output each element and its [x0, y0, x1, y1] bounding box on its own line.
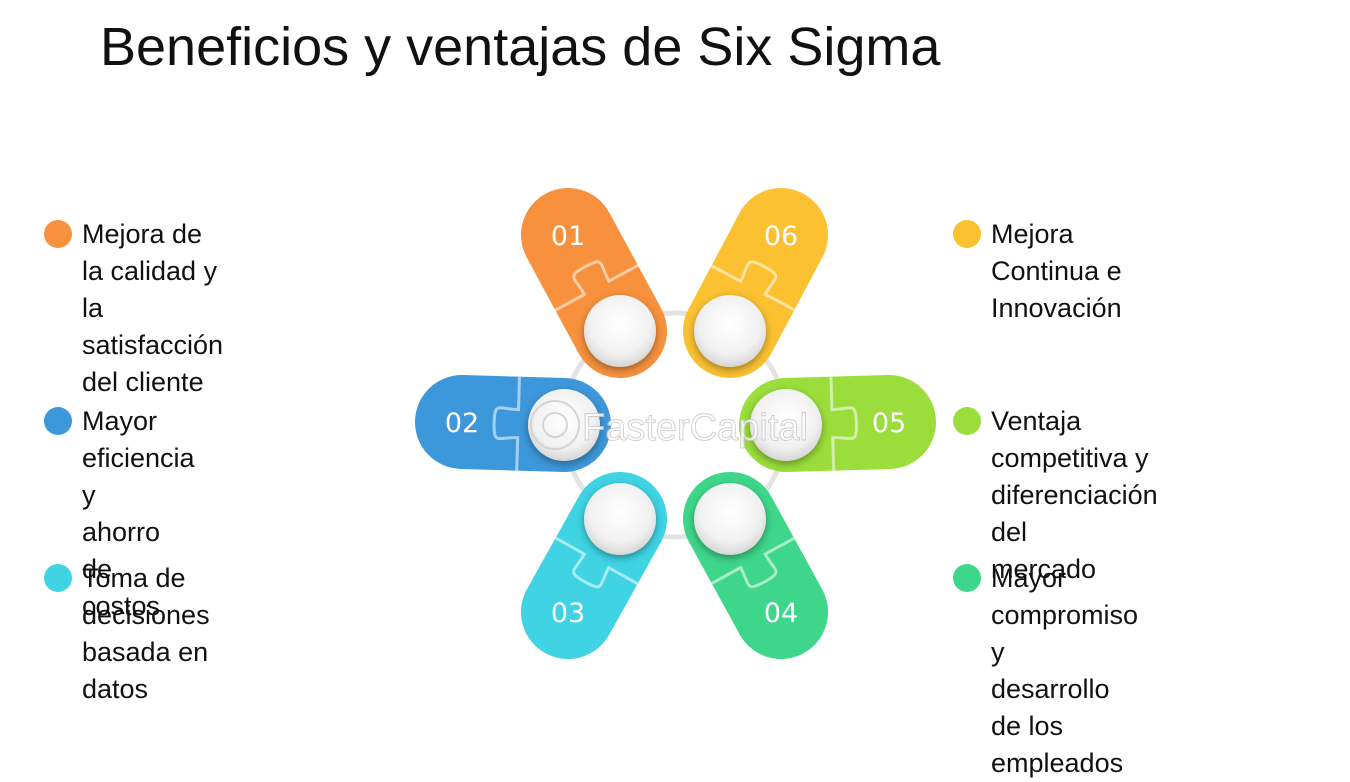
puzzle-knob-02 [528, 389, 600, 461]
puzzle-knob-04 [694, 483, 766, 555]
benefit-number-04: 04 [764, 598, 798, 629]
puzzle-arm-03: 03 [521, 472, 667, 659]
puzzle-knob-03 [584, 483, 656, 555]
benefit-number-01: 01 [551, 221, 585, 252]
puzzle-seam-06 [710, 260, 796, 312]
puzzle-seam-04 [711, 536, 795, 589]
puzzle-arm-05: 05 [739, 375, 936, 472]
benefit-dot-04 [953, 564, 981, 592]
puzzle-knob-05 [750, 389, 822, 461]
puzzle-knob-06 [694, 295, 766, 367]
benefit-dot-03 [44, 564, 72, 592]
puzzle-knob-01 [584, 295, 656, 367]
benefit-label-02: Mayor eficiencia y ahorro de costos [82, 406, 195, 621]
benefit-label-03: Toma de decisiones basada en datos [82, 563, 210, 704]
benefit-number-06: 06 [764, 221, 798, 252]
watermark: FasterCapital [530, 400, 808, 450]
puzzle-arm-01: 01 [521, 188, 667, 378]
benefit-dot-06 [953, 220, 981, 248]
benefit-number-05: 05 [872, 408, 906, 439]
watermark-text: FasterCapital [582, 407, 808, 449]
watermark-gear-icon [530, 400, 580, 450]
page-title: Beneficios y ventajas de Six Sigma [100, 17, 941, 77]
puzzle-arm-02: 02 [415, 375, 611, 472]
benefit-number-03: 03 [551, 598, 585, 629]
puzzle-seam-05 [829, 376, 858, 471]
puzzle-arm-04: 04 [683, 472, 828, 659]
benefit-dot-01 [44, 220, 72, 248]
puzzle-seam-02 [492, 376, 521, 471]
benefit-dot-05 [953, 407, 981, 435]
puzzle-seam-03 [554, 536, 639, 589]
benefit-label-06: Mejora Continua e Innovación [991, 219, 1122, 323]
benefit-label-01: Mejora de la calidad y la satisfacción d… [82, 219, 224, 397]
puzzle-seam-01 [554, 260, 639, 312]
benefit-dot-02 [44, 407, 72, 435]
watermark-gear-inner [542, 412, 568, 438]
benefits-puzzle-diagram: 01 02 03 04 05 06 FasterCapital [415, 188, 936, 659]
benefit-number-02: 02 [445, 408, 479, 439]
benefit-label-05: Ventaja competitiva y diferenciación del… [991, 406, 1158, 584]
puzzle-arm-06: 06 [683, 188, 828, 378]
